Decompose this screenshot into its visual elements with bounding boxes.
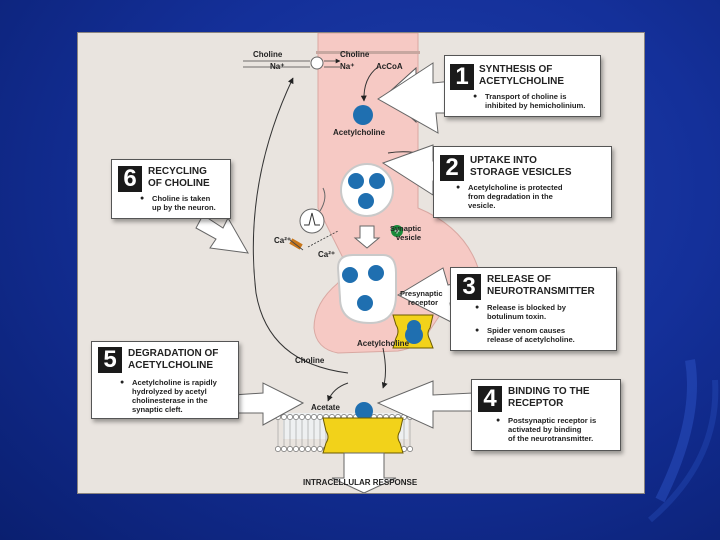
step-2-box: 2 UPTAKE INTO STORAGE VESICLES Acetylcho… [433,146,612,218]
step-3-title: RELEASE OF NEUROTRANSMITTER [487,274,595,297]
choline-recycle-path [252,77,349,374]
step-2-bullet-1: Acetylcholine is protected from degradat… [456,183,562,210]
lipid-head [305,414,311,420]
step-4-title: BINDING TO THE RECEPTOR [508,386,590,409]
label-na-inside: Na⁺ [340,62,354,71]
choline-transporter [310,56,324,70]
label-acoa: AcCoA [376,62,403,71]
label-choline-outside: Choline [253,50,283,59]
cleft-acetylcholine [405,326,423,344]
lipid-head [305,446,311,452]
lipid-head [317,414,323,420]
lipid-head [281,414,287,420]
step-6-title: RECYCLING OF CHOLINE [148,166,210,189]
neuron-top-membrane [316,51,420,54]
step-1-number: 1 [450,64,474,90]
lipid-head [407,446,413,452]
postsynaptic-receptor [322,417,404,454]
step-5-box: 5 DEGRADATION OF ACETYLCHOLINE Acetylcho… [91,341,239,419]
label-intracellular-response: INTRACELLULAR RESPONSE [303,478,418,487]
lipid-head [275,446,281,452]
step-3-box: 3 RELEASE OF NEUROTRANSMITTER Release is… [450,267,617,351]
step-1-title: SYNTHESIS OF ACETYLCHOLINE [479,64,564,87]
acetylcholine-diagram: + [77,32,645,494]
bound-acetylcholine [355,402,373,420]
label-acetylcholine-top: Acetylcholine [333,128,386,137]
step-5-number: 5 [98,347,122,373]
step-5-bullet-1: Acetylcholine is rapidly hydrolyzed by a… [120,378,217,414]
lipid-head [287,446,293,452]
step-5-title: DEGRADATION OF ACETYLCHOLINE [128,348,219,371]
label-choline-cleft: Choline [295,356,325,365]
svg-text:+: + [394,226,399,236]
step-6-box: 6 RECYCLING OF CHOLINE Choline is taken … [111,159,231,219]
action-potential-icon [299,208,325,234]
step-6-bullet-1: Choline is taken up by the neuron. [140,194,216,212]
step-3-bullet-1: Release is blocked by botulinum toxin. [475,303,566,321]
label-ca-inside: Ca²⁺ [318,250,335,259]
label-choline-inside: Choline [340,50,370,59]
lipid-head [299,446,305,452]
step-4-box: 4 BINDING TO THE RECEPTOR Postsynaptic r… [471,379,621,451]
label-acetate: Acetate [311,403,340,412]
pointer-arrows [195,62,474,429]
step-1-bullet-1: Transport of choline is inhibited by hem… [473,92,585,110]
step-2-title: UPTAKE INTO STORAGE VESICLES [470,155,572,178]
label-na-outside: Na⁺ [270,62,284,71]
plus-icon [391,225,403,237]
step-2-number: 2 [440,155,464,181]
lipid-head [281,446,287,452]
step-6-number: 6 [118,166,142,192]
step-3-number: 3 [457,274,481,300]
acetylcholine-molecule [353,105,373,125]
lipid-head [311,414,317,420]
label-ca-outside: Ca²⁺ [274,236,291,245]
lipid-head [293,446,299,452]
step-4-bullet-1: Postsynaptic receptor is activated by bi… [496,416,596,443]
lipid-head [311,446,317,452]
step-1-box: 1 SYNTHESIS OF ACETYLCHOLINE Transport o… [444,55,601,117]
step-4-number: 4 [478,386,502,412]
lipid-head [299,414,305,420]
label-acetylcholine-cleft: Acetylcholine [357,339,410,348]
lipid-head [293,414,299,420]
step-3-bullet-2: Spider venom causes release of acetylcho… [475,326,575,344]
lipid-head [317,446,323,452]
diagram-labels: Choline Na⁺ Choline Na⁺ AcCoA Acetylchol… [253,50,443,487]
lipid-head [287,414,293,420]
